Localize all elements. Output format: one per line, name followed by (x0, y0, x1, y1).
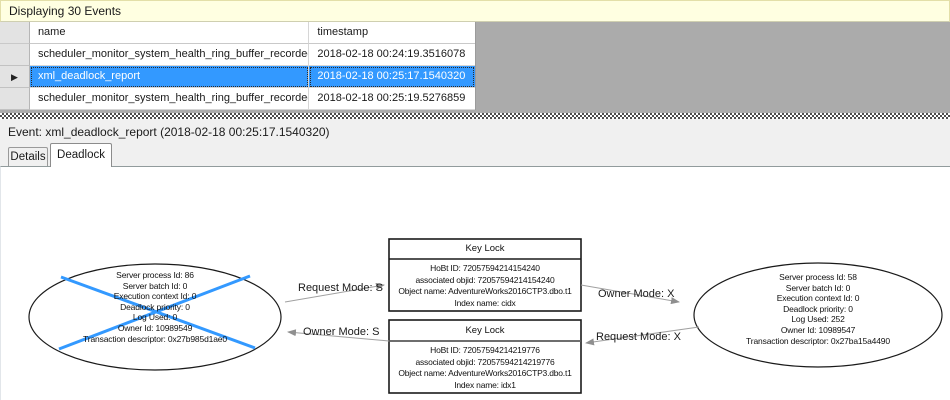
edge-request-s (284, 282, 385, 303)
edge-request-x (585, 326, 700, 346)
deadlock-graph-panel: Server process Id: 86 Server batch Id: 0… (0, 166, 950, 400)
node-text-line: Index name: idx1 (454, 379, 516, 390)
node-text-line: Deadlock priority: 0 (120, 301, 190, 312)
table-row-selected[interactable]: ▶ xml_deadlock_report 2018-02-18 00:25:1… (0, 66, 475, 88)
key-lock-bottom-details: HoBt ID: 72057594214219776 associated ob… (389, 345, 581, 391)
key-lock-bottom-title: Key Lock (465, 325, 505, 336)
current-row-indicator-icon: ▶ (11, 72, 18, 82)
key-lock-node-top (388, 238, 582, 312)
table-row[interactable]: scheduler_monitor_system_health_ring_buf… (0, 44, 475, 66)
edge-label-request-x: Request Mode: X (596, 331, 681, 343)
node-text-line: Owner Id: 10989549 (117, 322, 193, 333)
edge-label-request-s: Request Mode: S (298, 282, 383, 294)
node-text-line: Owner Id: 10989547 (780, 324, 856, 335)
event-name-cell[interactable]: xml_deadlock_report (29, 66, 310, 88)
node-text-line: Execution context Id: 0 (113, 291, 197, 302)
horizontal-splitter[interactable] (0, 113, 950, 119)
process-node-victim-ellipse (28, 263, 282, 371)
events-grid: name timestamp scheduler_monitor_system_… (0, 22, 476, 110)
column-header-timestamp[interactable]: timestamp (309, 22, 475, 44)
process-node-details: Server process Id: 58 Server batch Id: 0… (690, 272, 946, 346)
node-text-line: Execution context Id: 0 (776, 293, 860, 304)
node-text-line: HoBt ID: 72057594214154240 (430, 263, 540, 273)
key-lock-node-bottom (388, 319, 582, 394)
node-text-line: Log Used: 252 (791, 314, 845, 325)
events-grid-area: name timestamp scheduler_monitor_system_… (0, 22, 950, 113)
process-node-victim-details: Server process Id: 86 Server batch Id: 0… (31, 270, 279, 344)
detail-tabstrip: Details Deadlock (0, 143, 950, 167)
event-detail-label: Event: xml_deadlock_report (2018-02-18 0… (8, 125, 330, 139)
tab-details[interactable]: Details (8, 147, 48, 166)
tab-deadlock[interactable]: Deadlock (50, 143, 112, 167)
edge-label-owner-x: Owner Mode: X (598, 288, 675, 300)
node-text-line: Index name: cidx (454, 297, 516, 308)
node-text-line: Transaction descriptor: 0x27b985d1ae0 (83, 333, 227, 344)
node-text-line: HoBt ID: 72057594214219776 (430, 345, 540, 355)
event-detail-bar: Event: xml_deadlock_report (2018-02-18 0… (0, 119, 950, 145)
deadlock-graph-svg (28, 238, 943, 394)
key-lock-top-title: Key Lock (465, 243, 505, 254)
table-row[interactable]: scheduler_monitor_system_health_ring_buf… (0, 88, 475, 110)
event-name-cell[interactable]: scheduler_monitor_system_health_ring_buf… (29, 44, 310, 66)
node-text-line: Object name: AdventureWorks2016CTP3.dbo.… (398, 368, 572, 378)
node-text-line: associated objid: 72057594214219776 (415, 356, 555, 367)
event-name-cell[interactable]: scheduler_monitor_system_health_ring_buf… (29, 88, 310, 110)
node-text-line: associated objid: 72057594214154240 (415, 274, 555, 285)
process-node-ellipse (693, 262, 943, 368)
node-text-line: Server process Id: 86 (116, 270, 194, 280)
edge-owner-s (287, 329, 390, 342)
node-text-line: Deadlock priority: 0 (783, 303, 853, 314)
key-lock-top-details: HoBt ID: 72057594214154240 associated ob… (389, 263, 581, 309)
row-selector[interactable]: ▶ (0, 66, 30, 88)
row-selector[interactable] (0, 44, 30, 66)
edge-owner-x (580, 284, 680, 305)
event-timestamp-cell[interactable]: 2018-02-18 00:24:19.3516078 (309, 44, 475, 66)
event-timestamp-cell[interactable]: 2018-02-18 00:25:17.1540320 (309, 66, 475, 88)
row-selector[interactable] (0, 88, 30, 110)
node-text-line: Server batch Id: 0 (122, 280, 188, 291)
node-text-line: Object name: AdventureWorks2016CTP3.dbo.… (398, 286, 572, 296)
node-text-line: Log Used: 0 (132, 312, 178, 323)
node-text-line: Server process Id: 58 (779, 272, 857, 282)
victim-cross-line (58, 274, 251, 351)
column-header-name[interactable]: name (29, 22, 310, 44)
row-selector-header[interactable] (0, 22, 30, 44)
node-text-line: Transaction descriptor: 0x27ba15a4490 (746, 335, 890, 346)
events-count-bar: Displaying 30 Events (0, 0, 950, 22)
grid-header-row: name timestamp (0, 22, 475, 44)
edge-label-owner-s: Owner Mode: S (303, 326, 380, 338)
events-count-label: Displaying 30 Events (9, 4, 122, 18)
event-timestamp-cell[interactable]: 2018-02-18 00:25:19.5276859 (309, 88, 475, 110)
node-text-line: Server batch Id: 0 (785, 282, 851, 293)
